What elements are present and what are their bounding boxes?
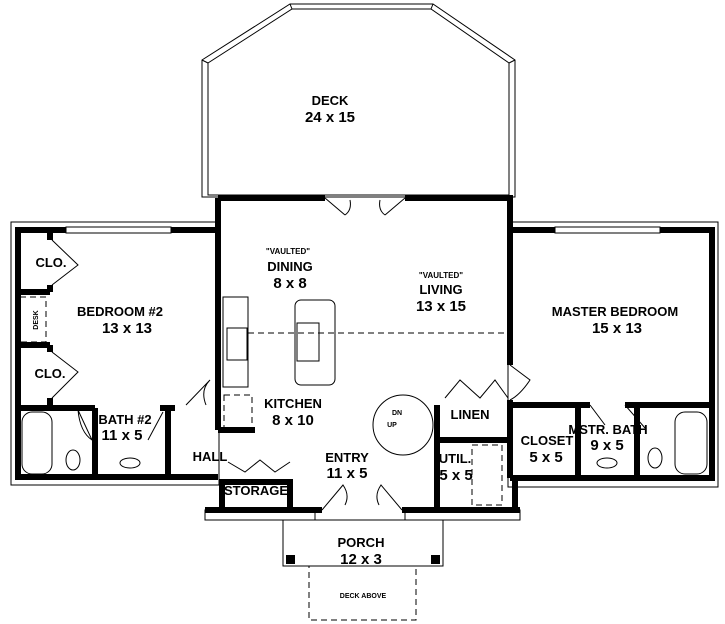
svg-text:ENTRY: ENTRY: [325, 450, 369, 465]
deck-size: 24 x 15: [305, 109, 355, 126]
svg-text:UP: UP: [387, 422, 397, 429]
svg-text:STORAGE: STORAGE: [224, 483, 288, 498]
cooktop: [296, 322, 320, 362]
svg-text:5 x 5: 5 x 5: [529, 449, 562, 466]
deck-railing: [207, 8, 510, 196]
svg-text:MASTER BEDROOM: MASTER BEDROOM: [552, 304, 678, 319]
bedroom2-size: 13 x 13: [102, 320, 152, 337]
svg-text:DESK: DESK: [33, 310, 40, 329]
svg-text:11 x 5: 11 x 5: [102, 427, 143, 444]
deck: [201, 3, 516, 198]
svg-text:8 x 10: 8 x 10: [272, 412, 314, 429]
svg-text:PORCH: PORCH: [338, 535, 385, 550]
svg-text:CLO.: CLO.: [34, 366, 65, 381]
fridge: [223, 394, 253, 431]
bathtub: [674, 411, 708, 475]
svg-text:LINEN: LINEN: [451, 407, 490, 422]
doors: [51, 197, 646, 511]
windows: [65, 226, 661, 234]
svg-text:HALL: HALL: [193, 449, 228, 464]
bathtub: [21, 411, 53, 475]
dining-label: DINING: [267, 259, 313, 274]
toilet: [647, 447, 663, 469]
living-label: LIVING: [419, 282, 462, 297]
kitchen-fixtures: [222, 296, 336, 431]
dining-size: 8 x 8: [273, 275, 306, 292]
sink: [226, 327, 248, 361]
spiral-stair: DN UP: [372, 394, 434, 456]
sink: [596, 457, 618, 469]
bedroom2-label: BEDROOM #2: [77, 304, 163, 319]
svg-text:"VAULTED": "VAULTED": [266, 247, 310, 256]
deck-above-outline: [308, 565, 417, 621]
porch-column: [431, 555, 440, 564]
bath-fixtures: [21, 411, 708, 506]
sink: [119, 457, 141, 469]
svg-text:UTIL.: UTIL.: [439, 451, 472, 466]
porch-column: [286, 555, 295, 564]
svg-text:"VAULTED": "VAULTED": [419, 271, 463, 280]
svg-text:12 x 3: 12 x 3: [340, 551, 382, 568]
toilet: [65, 449, 81, 471]
desk-outline: [19, 296, 47, 343]
svg-text:11 x 5: 11 x 5: [327, 465, 368, 482]
porch: [204, 509, 521, 621]
svg-text:5 x 5: 5 x 5: [439, 467, 472, 484]
kitchen-island: [294, 299, 336, 386]
svg-text:CLO.: CLO.: [35, 255, 66, 270]
svg-text:MSTR. BATH: MSTR. BATH: [568, 422, 647, 437]
svg-text:CLOSET: CLOSET: [521, 433, 574, 448]
living-size: 13 x 15: [416, 298, 466, 315]
svg-text:DECK ABOVE: DECK ABOVE: [340, 593, 387, 600]
washer-dryer: [471, 444, 503, 506]
svg-text:KITCHEN: KITCHEN: [264, 396, 322, 411]
svg-text:9 x 5: 9 x 5: [590, 437, 623, 454]
svg-text:DN: DN: [392, 410, 402, 417]
deck-label: DECK: [312, 93, 349, 108]
svg-text:BATH #2: BATH #2: [98, 412, 151, 427]
svg-text:15 x 13: 15 x 13: [592, 320, 642, 337]
deck-outline: [201, 3, 516, 198]
